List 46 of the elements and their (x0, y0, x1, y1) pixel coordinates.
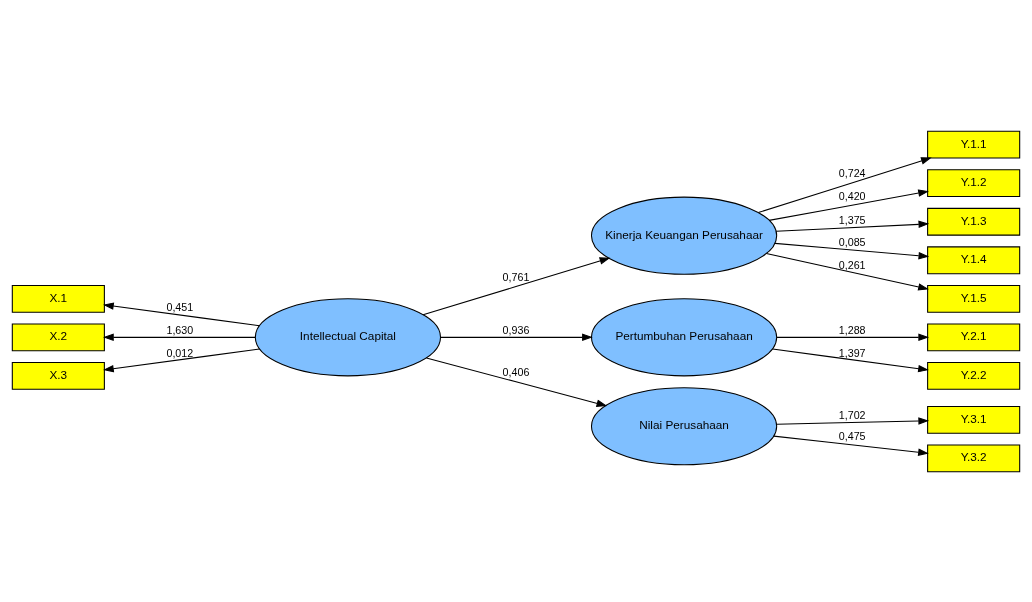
node-ellipse: Kinerja Keuangan Perusahaar (590, 196, 778, 275)
arrow (103, 301, 261, 326)
node-box: Y.1.5 (927, 284, 1021, 313)
arrow (765, 252, 929, 291)
node-ellipse: Intellectual Capital (254, 297, 442, 376)
node-box: Y.3.1 (927, 405, 1021, 434)
arrow (775, 220, 930, 232)
arrow (425, 356, 608, 407)
arrow (422, 256, 611, 315)
node-box: Y.2.1 (927, 322, 1021, 351)
arrow (440, 333, 593, 341)
edge-label: 0,406 (502, 365, 530, 378)
arrow (768, 188, 929, 221)
arrow (757, 156, 932, 213)
edge-label: 1,397 (838, 346, 866, 359)
arrow (776, 333, 930, 341)
node-ellipse: Nilai Perusahaan (590, 386, 778, 465)
edge-label: 0,012 (166, 346, 194, 359)
edge-label: 0,936 (502, 323, 530, 336)
arrow (776, 416, 930, 425)
node-box: Y.1.3 (927, 207, 1021, 236)
node-box: X.3 (11, 361, 105, 390)
edge-label: 0,451 (166, 300, 194, 313)
edge-label: 0,761 (502, 270, 530, 283)
edge-label: 0,475 (838, 429, 866, 442)
node-box: X.2 (11, 322, 105, 351)
node-box: Y.1.1 (927, 130, 1021, 159)
arrow (103, 348, 261, 372)
arrow (772, 348, 929, 372)
edge-label: 0,085 (838, 235, 866, 248)
node-ellipse: Pertumbuhan Perusahaan (590, 297, 778, 376)
edge-label: 0,261 (838, 258, 866, 271)
arrow (774, 242, 930, 259)
node-box: Y.1.4 (927, 245, 1021, 274)
arrow (773, 435, 929, 456)
node-box: Y.3.2 (927, 443, 1021, 472)
edge-label: 1,702 (838, 408, 866, 421)
edge-label: 1,288 (838, 323, 866, 336)
edge-label: 1,630 (166, 323, 194, 336)
node-box: Y.2.2 (927, 361, 1021, 390)
node-box: X.1 (11, 284, 105, 313)
node-box: Y.1.2 (927, 168, 1021, 197)
edge-label: 0,420 (838, 189, 866, 202)
arrow (103, 333, 256, 341)
edge-label: 1,375 (838, 213, 866, 226)
edge-label: 0,724 (838, 166, 866, 179)
